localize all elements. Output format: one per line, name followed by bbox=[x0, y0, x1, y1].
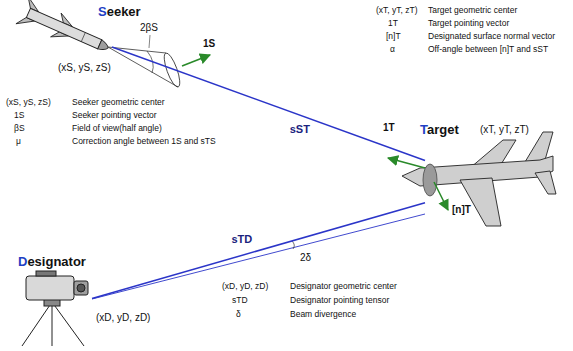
vector-label: 1T bbox=[383, 122, 395, 133]
legend-symbol: (xT, yT, zT) bbox=[376, 6, 418, 15]
vector-label: sST bbox=[288, 123, 312, 135]
legend-symbol: 1T bbox=[388, 19, 398, 28]
angle-label: 2βS bbox=[140, 22, 158, 33]
target-aircraft bbox=[402, 132, 556, 226]
legend-symbol: βS bbox=[14, 124, 25, 133]
legend-symbol: sTD bbox=[232, 296, 248, 305]
divergence-arc bbox=[292, 241, 294, 249]
legend-symbol: [n]T bbox=[386, 32, 401, 41]
legend-text: Designator pointing tensor bbox=[290, 296, 389, 305]
designator-coordinates: (xD, yD, zD) bbox=[96, 312, 150, 323]
legend-text: Seeker pointing vector bbox=[72, 111, 157, 120]
pointing-line bbox=[92, 203, 425, 299]
seeker-cone bbox=[108, 35, 183, 89]
seeker-node: Seeker(xS, yS, zS) bbox=[18, 4, 112, 56]
vector-label: sTD bbox=[229, 233, 254, 245]
beam-edge bbox=[92, 214, 425, 299]
designator-camera bbox=[22, 271, 88, 346]
legend-symbol: δ bbox=[236, 310, 241, 319]
seeker-coordinates: (xS, yS, zS) bbox=[58, 62, 111, 73]
legend-symbol: μ bbox=[16, 137, 21, 146]
legend-text: Designated surface normal vector bbox=[428, 32, 555, 41]
legend-text: Beam divergence bbox=[290, 310, 356, 319]
legend-text: Field of view(half angle) bbox=[72, 124, 162, 133]
surface-normal-vector bbox=[434, 182, 448, 210]
legend-text: Correction angle between 1S and sTS bbox=[72, 137, 216, 146]
designator-name: Designator bbox=[18, 254, 86, 269]
legend-text: Seeker geometric center bbox=[72, 98, 165, 107]
target-coordinates: (xT, yT, zT) bbox=[480, 124, 529, 135]
vector-label: [n]T bbox=[452, 204, 471, 215]
legend-symbol: α bbox=[390, 45, 395, 54]
legend-text: Target geometric center bbox=[428, 6, 517, 15]
seeker-name: Seeker bbox=[98, 4, 141, 19]
legend-symbol: 1S bbox=[14, 111, 24, 120]
legend-text: Off-angle between [n]T and sST bbox=[428, 45, 548, 54]
legend-text: Designator geometric center bbox=[290, 282, 397, 291]
target-name: Target bbox=[420, 122, 459, 137]
legend-symbol: (xD, yD, zD) bbox=[222, 282, 268, 291]
legend-text: Target pointing vector bbox=[428, 19, 509, 28]
legend-symbol: (xS, yS, zS) bbox=[6, 98, 51, 107]
seeker-pointing-vector bbox=[182, 55, 210, 66]
target-pointing-vector bbox=[388, 158, 425, 168]
target-node: Target(xT, yT, zT) bbox=[425, 140, 555, 228]
angle-label: 2δ bbox=[300, 252, 311, 263]
vector-label: 1S bbox=[203, 38, 215, 49]
designator-node: Designator(xD, yD, zD) bbox=[12, 272, 92, 348]
